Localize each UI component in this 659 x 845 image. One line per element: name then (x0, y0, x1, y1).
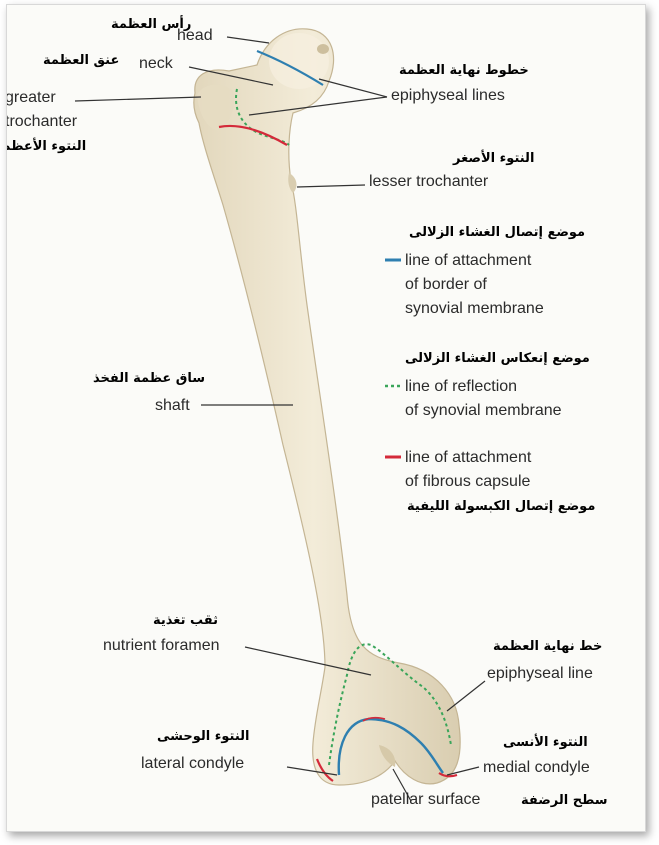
label-patellar-surface-ar: سطح الرضفة (521, 793, 608, 809)
legend-capsule-line-1: line of attachment (405, 448, 531, 467)
legend-capsule-line-2: of fibrous capsule (405, 472, 530, 491)
leader-epiphyseal-line (447, 681, 485, 711)
label-greater-trochanter-1: greater (6, 89, 56, 107)
label-lateral-condyle-ar: النتوء الوحشى (157, 729, 250, 745)
label-lateral-condyle: lateral condyle (141, 755, 244, 773)
label-nutrient-foramen: nutrient foramen (103, 637, 220, 655)
legend-attachment-line-1: line of attachment (405, 251, 531, 270)
legend-reflection-line-2: of synovial membrane (405, 401, 562, 420)
leader-head (227, 37, 269, 43)
legend-reflection-line-1: line of reflection (405, 377, 517, 396)
leader-lesser-trochanter (297, 185, 365, 187)
legend-reflection-ar: موضع إنعكاس الغشاء الزلالى (405, 351, 590, 367)
label-lesser-trochanter-ar: النتوء الأصغر (453, 151, 534, 167)
legend-attachment-ar: موضع إتصال الغشاء الزلالى (409, 225, 585, 241)
label-neck: neck (139, 55, 173, 73)
label-greater-trochanter-ar: النتوء الأعظم (6, 139, 86, 155)
label-lesser-trochanter: lesser trochanter (369, 173, 488, 191)
label-epiphyseal-lines: epiphyseal lines (391, 87, 505, 105)
legend-attachment-line-3: synovial membrane (405, 299, 544, 318)
label-nutrient-foramen-ar: ثقب تغذية (153, 613, 218, 629)
figure-frame: رأس العظمة head عنق العظمة neck greater … (6, 4, 646, 832)
legend-attachment-line-2: of border of (405, 275, 487, 294)
fovea (317, 44, 329, 54)
label-shaft: shaft (155, 397, 190, 415)
label-greater-trochanter-2: trochanter (6, 113, 77, 131)
label-epiphyseal-line-ar: خط نهاية العظمة (493, 639, 602, 655)
legend-capsule-ar: موضع إتصال الكبسولة الليفية (407, 499, 595, 515)
label-epiphyseal-lines-ar: خطوط نهاية العظمة (399, 63, 529, 79)
label-medial-condyle-ar: النتوء الأنسى (503, 735, 588, 751)
label-shaft-ar: ساق عظمة الفخذ (93, 371, 205, 387)
label-epiphyseal-line: epiphyseal line (487, 665, 593, 683)
label-medial-condyle: medial condyle (483, 759, 590, 777)
leader-epiphyseal-a (319, 79, 387, 97)
leader-greater-trochanter (75, 97, 201, 101)
label-neck-ar: عنق العظمة (43, 53, 119, 69)
label-patellar-surface: patellar surface (371, 791, 480, 809)
label-head: head (177, 27, 213, 45)
